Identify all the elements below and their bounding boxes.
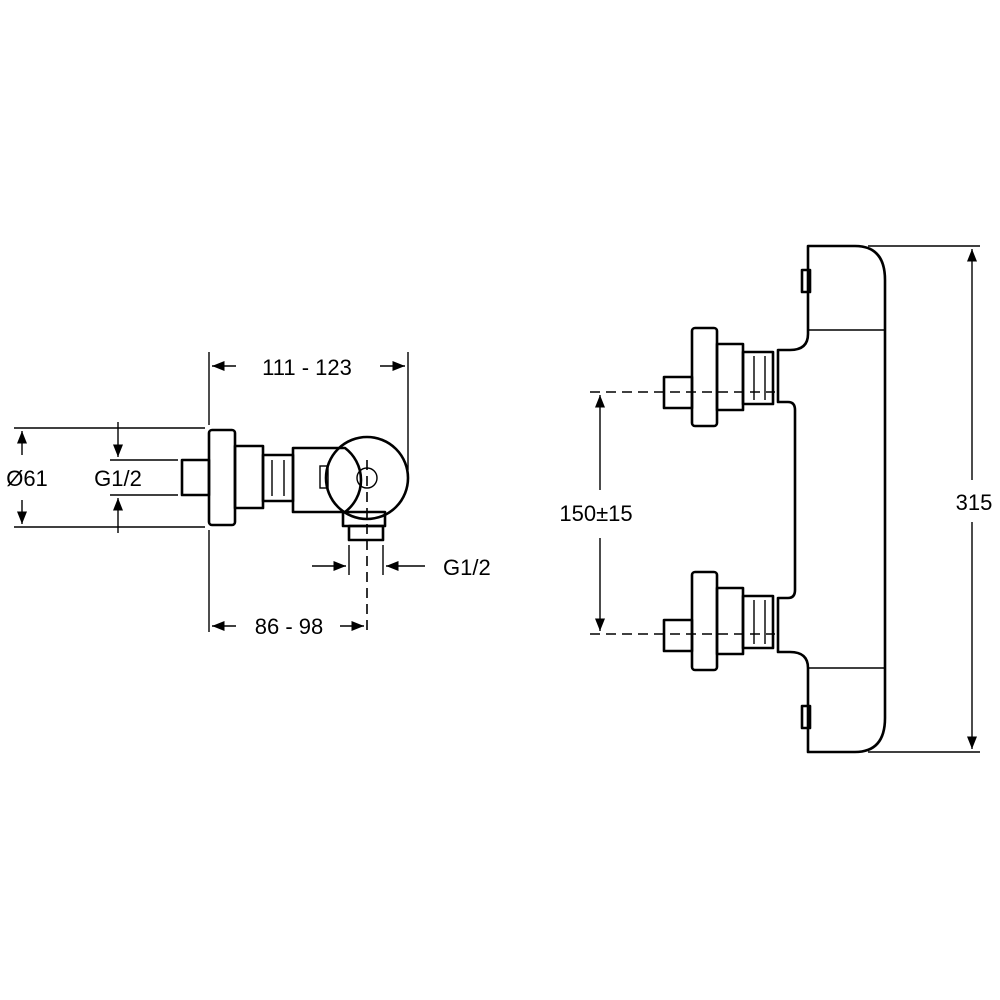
side-inlet-nipple bbox=[180, 458, 211, 497]
width-dimension-label: 111 - 123 bbox=[262, 355, 352, 380]
depth-dimension-label: 86 - 98 bbox=[255, 614, 324, 639]
side-outlet-thread bbox=[347, 524, 385, 542]
lower-connector bbox=[662, 570, 775, 672]
front-top-clip bbox=[800, 268, 812, 294]
side-connector bbox=[233, 444, 265, 510]
outlet-thread-label: G1/2 bbox=[443, 555, 491, 580]
diameter-dimension-label: Ø61 bbox=[6, 466, 48, 491]
front-body bbox=[776, 244, 887, 754]
side-escutcheon bbox=[207, 428, 237, 527]
front-view: 150±15 315 bbox=[559, 244, 993, 754]
side-housing bbox=[324, 435, 410, 521]
height-dimension-label: 315 bbox=[956, 490, 993, 515]
side-view: 111 - 123 86 - 98 Ø61 G1/2 G1/2 bbox=[6, 352, 491, 639]
upper-connector bbox=[662, 326, 775, 428]
side-nut bbox=[261, 453, 295, 503]
front-bottom-clip bbox=[800, 704, 812, 730]
inlet-thread-label: G1/2 bbox=[94, 466, 142, 491]
spacing-dimension-label: 150±15 bbox=[559, 501, 632, 526]
